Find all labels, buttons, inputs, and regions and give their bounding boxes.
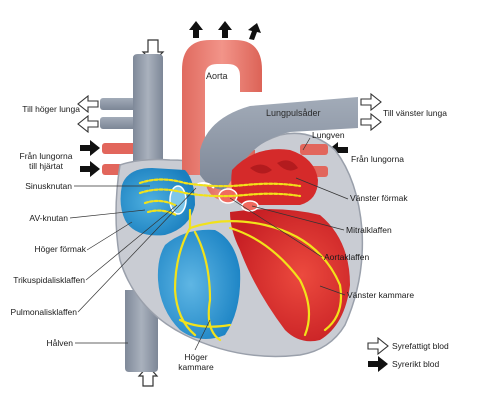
label-vanster-kammare: Vänster kammare — [347, 290, 415, 300]
label-hoger-kammare-line1: Höger — [184, 352, 208, 362]
label-pulmonalisklaffen: Pulmonalisklaffen — [10, 307, 77, 317]
legend-oxygen-poor-icon — [367, 336, 389, 356]
left-atrium — [231, 149, 318, 205]
legend-oxygen-poor-label: Syrefattigt blod — [392, 341, 449, 351]
label-halven: Hålven — [46, 338, 73, 348]
label-lungven: Lungven — [312, 130, 345, 140]
arrows-to-right-lung — [77, 94, 99, 134]
label-hoger-kammare: Höger kammare — [170, 352, 222, 372]
label-fran-lungorna-left-line1: Från lungorna — [19, 151, 73, 161]
legend-oxygen-rich-icon — [368, 356, 388, 372]
label-lungpulsader: Lungpulsåder — [266, 108, 321, 118]
label-vanster-formak: Vänster förmak — [350, 193, 408, 203]
right-pulmonary-artery — [100, 98, 140, 129]
label-fran-lungorna-left: Från lungorna till hjärtat — [14, 151, 78, 171]
label-mitralklaffen: Mitralklaffen — [346, 225, 392, 235]
label-av-knutan: AV-knutan — [29, 213, 68, 223]
label-aorta: Aorta — [206, 71, 228, 81]
label-hoger-formak: Höger förmak — [34, 244, 87, 254]
label-hoger-kammare-line2: kammare — [178, 362, 214, 372]
arrows-aorta-out — [189, 21, 261, 40]
label-trikuspidalisklaffen: Trikuspidalisklaffen — [13, 275, 85, 285]
label-fran-lungorna-right: Från lungorna — [351, 154, 404, 164]
conduction-system — [138, 178, 343, 342]
legend-oxygen-rich-label: Syrerikt blod — [392, 359, 440, 369]
pointer-lines — [69, 137, 349, 351]
label-till-vanster-lunga: Till vänster lunga — [383, 108, 447, 118]
arrows-to-left-lung — [360, 92, 382, 132]
valves — [169, 182, 259, 215]
label-sinusknutan: Sinusknutan — [25, 181, 72, 191]
label-fran-lungorna-left-line2: till hjärtat — [28, 161, 63, 171]
label-till-hoger-lunga: Till höger lunga — [22, 104, 80, 114]
arrows-from-lungs-left — [80, 140, 100, 177]
label-aortaklaffen: Aortaklaffen — [324, 252, 370, 262]
